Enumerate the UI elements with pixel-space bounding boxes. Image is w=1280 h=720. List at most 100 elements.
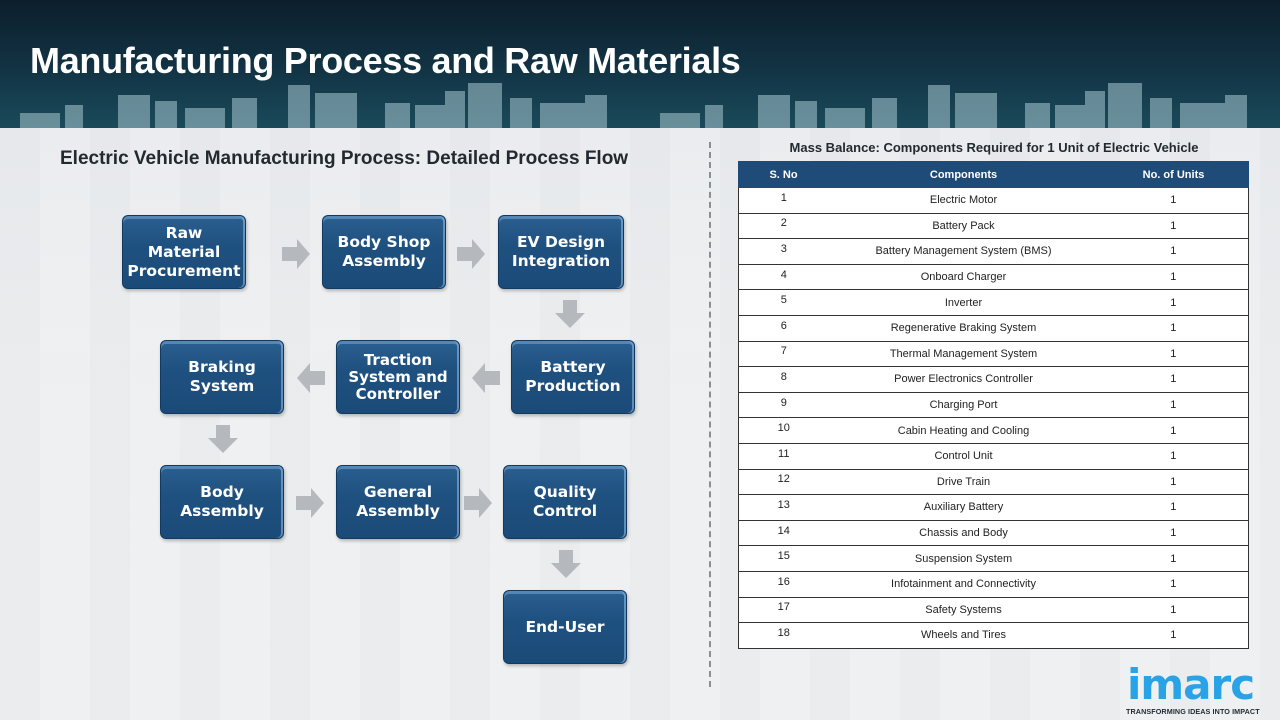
cell-sno: 8 — [738, 366, 829, 393]
column-header-units: No. of Units — [1098, 161, 1249, 188]
cell-component: Infotainment and Connectivity — [828, 570, 1099, 598]
cell-units: 1 — [1098, 238, 1249, 265]
step-ev-design-integration: EV Design Integration — [498, 215, 624, 289]
cell-component: Safety Systems — [828, 596, 1099, 624]
cell-units: 1 — [1098, 494, 1249, 521]
step-braking-system: Braking System — [160, 340, 284, 414]
cell-sno: 15 — [738, 545, 829, 572]
page-title: Manufacturing Process and Raw Materials — [30, 40, 741, 81]
cell-units: 1 — [1098, 366, 1249, 393]
cell-component: Onboard Charger — [828, 263, 1099, 291]
cell-sno: 16 — [738, 570, 829, 598]
cell-units: 1 — [1098, 417, 1249, 444]
cell-sno: 17 — [738, 596, 829, 624]
cell-component: Wheels and Tires — [828, 622, 1099, 649]
cell-component: Electric Motor — [828, 187, 1099, 214]
cell-units: 1 — [1098, 340, 1249, 368]
cell-units: 1 — [1098, 289, 1249, 316]
cell-units: 1 — [1098, 622, 1249, 649]
cell-component: Drive Train — [828, 468, 1099, 496]
section-divider — [709, 142, 711, 687]
step-raw-material-procurement: Raw Material Procurement — [122, 215, 246, 289]
cell-sno: 3 — [738, 238, 829, 265]
cell-units: 1 — [1098, 212, 1249, 240]
cell-sno: 4 — [738, 263, 829, 291]
flow-title: Electric Vehicle Manufacturing Process: … — [60, 148, 629, 169]
arrow-down-icon — [551, 550, 581, 578]
cell-sno: 14 — [738, 519, 829, 547]
cell-units: 1 — [1098, 263, 1249, 291]
cell-sno: 9 — [738, 391, 829, 419]
cell-sno: 1 — [738, 187, 829, 214]
cell-units: 1 — [1098, 442, 1249, 470]
cell-component: Suspension System — [828, 545, 1099, 572]
cell-sno: 12 — [738, 468, 829, 496]
cell-sno: 7 — [738, 340, 829, 368]
process-flow-diagram: Raw Material Procurement Body Shop Assem… — [122, 215, 635, 664]
cell-units: 1 — [1098, 545, 1249, 572]
cell-sno: 13 — [738, 494, 829, 521]
step-traction-system-controller: Traction System and Controller — [336, 340, 460, 414]
table-title: Mass Balance: Components Required for 1 … — [789, 140, 1199, 155]
cell-sno: 6 — [738, 314, 829, 342]
logo-wordmark: imarc — [1127, 660, 1255, 709]
cell-component: Chassis and Body — [828, 519, 1099, 547]
step-body-shop-assembly: Body Shop Assembly — [322, 215, 446, 289]
header-banner: Manufacturing Process and Raw Materials — [0, 0, 1280, 128]
cell-sno: 10 — [738, 417, 829, 444]
arrow-left-icon — [297, 363, 325, 393]
step-body-assembly: Body Assembly — [160, 465, 284, 539]
cell-component: Charging Port — [828, 391, 1099, 419]
arrow-right-icon — [464, 488, 492, 518]
arrow-right-icon — [296, 488, 324, 518]
cell-component: Regenerative Braking System — [828, 314, 1099, 342]
step-quality-control: Quality Control — [503, 465, 627, 539]
cell-units: 1 — [1098, 468, 1249, 496]
city-skyline-graphic — [20, 83, 1247, 128]
arrow-down-icon — [208, 425, 238, 453]
arrow-right-icon — [457, 239, 485, 269]
cell-units: 1 — [1098, 596, 1249, 624]
cell-component: Inverter — [828, 289, 1099, 316]
cell-component: Battery Management System (BMS) — [828, 238, 1099, 265]
cell-component: Power Electronics Controller — [828, 366, 1099, 393]
cell-component: Auxiliary Battery — [828, 494, 1099, 521]
cell-sno: 2 — [738, 212, 829, 240]
cell-sno: 5 — [738, 289, 829, 316]
cell-component: Control Unit — [828, 442, 1099, 470]
step-general-assembly: General Assembly — [336, 465, 460, 539]
imarc-logo: imarc TRANSFORMING IDEAS INTO IMPACT — [1124, 652, 1274, 718]
column-header-components: Components — [828, 161, 1099, 188]
logo-tagline: TRANSFORMING IDEAS INTO IMPACT — [1126, 707, 1260, 716]
cell-units: 1 — [1098, 570, 1249, 598]
arrow-right-icon — [282, 239, 310, 269]
cell-component: Battery Pack — [828, 212, 1099, 240]
cell-units: 1 — [1098, 519, 1249, 547]
step-end-user: End-User — [503, 590, 627, 664]
cell-sno: 18 — [738, 622, 829, 649]
cell-sno: 11 — [738, 442, 829, 470]
arrow-left-icon — [472, 363, 500, 393]
arrow-down-icon — [555, 300, 585, 328]
cell-component: Thermal Management System — [828, 340, 1099, 368]
cell-units: 1 — [1098, 314, 1249, 342]
